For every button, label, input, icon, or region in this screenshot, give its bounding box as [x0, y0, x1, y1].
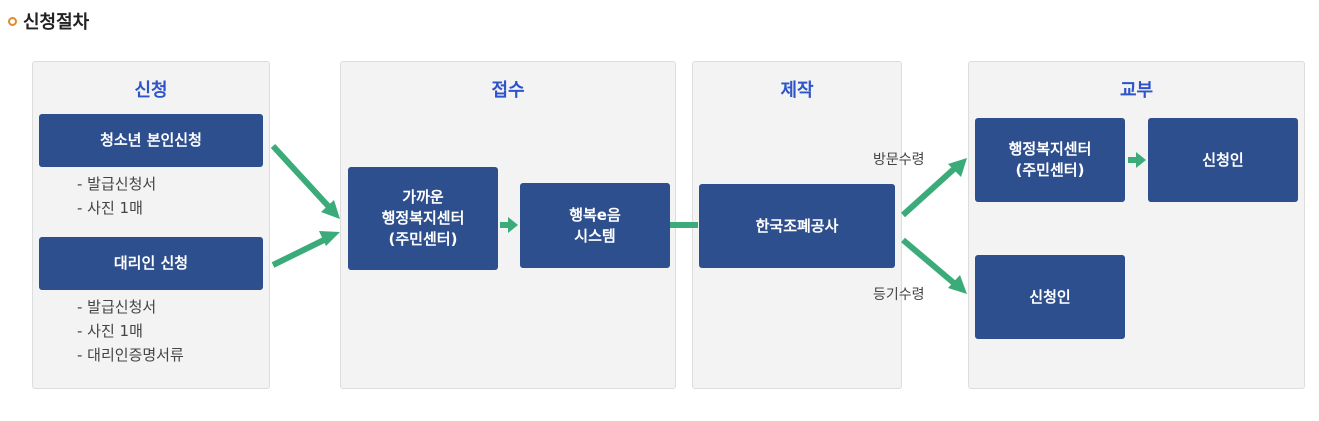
panel-produce: 제작 한국조폐공사: [692, 61, 902, 389]
happy-eum-system-box: 행복e음 시스템: [520, 183, 670, 268]
proxy-apply-box: 대리인 신청: [39, 237, 263, 290]
nearby-office-box: 가까운 행정복지센터 (주민센터): [348, 167, 498, 270]
panel-deliver: 교부 행정복지센터 (주민센터) 신청인 신청인: [968, 61, 1305, 389]
arrow-icon: [900, 158, 967, 218]
panel-apply: 신청 청소년 본인신청 - 발급신청서 - 사진 1매 대리인 신청 - 발급신…: [32, 61, 270, 389]
self-apply-box: 청소년 본인신청: [39, 114, 263, 167]
arrow-icon: [271, 231, 340, 268]
note-item: - 대리인증명서류: [77, 346, 184, 364]
note-item: - 사진 1매: [77, 322, 143, 340]
note-item: - 발급신청서: [77, 175, 157, 193]
visit-pickup-label: 방문수령: [873, 152, 925, 168]
panel-title-produce: 제작: [780, 80, 814, 101]
note-item: - 사진 1매: [77, 199, 143, 217]
panel-receive: 접수 가까운 행정복지센터 (주민센터) 행복e음 시스템: [340, 61, 676, 389]
proxy-apply-notes: - 발급신청서 - 사진 1매 - 대리인증명서류: [77, 295, 184, 367]
circle-bullet-icon: [8, 16, 17, 26]
arrow-icon: [270, 143, 340, 219]
panel-title-receive: 접수: [491, 80, 525, 101]
korea-minting-box: 한국조폐공사: [699, 184, 895, 268]
arrow-icon: [901, 237, 967, 294]
applicant-box-mail: 신청인: [975, 255, 1125, 339]
section-title: 신청절차: [23, 12, 90, 33]
mail-pickup-label: 등기수령: [873, 287, 925, 303]
arrow-icon: [500, 217, 518, 233]
note-item: - 발급신청서: [77, 298, 157, 316]
applicant-box-visit: 신청인: [1148, 118, 1298, 202]
section-header: 신청절차: [8, 8, 89, 34]
delivery-office-box: 행정복지센터 (주민센터): [975, 118, 1125, 202]
panel-title-deliver: 교부: [1119, 80, 1154, 101]
panel-title-apply: 신청: [134, 80, 168, 101]
arrow-icon: [1128, 152, 1146, 168]
self-apply-notes: - 발급신청서 - 사진 1매: [77, 172, 156, 220]
